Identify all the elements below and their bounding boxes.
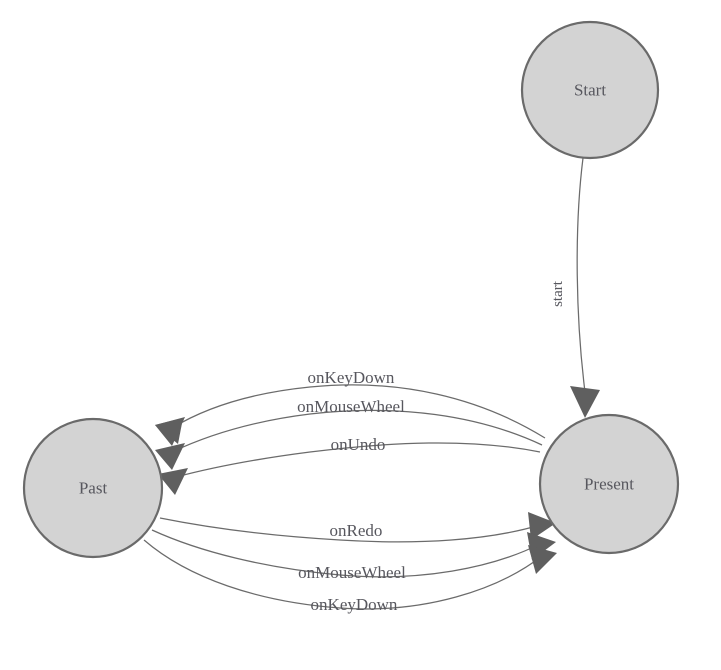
edge-present-to-past-onkeydown-path <box>171 384 546 439</box>
edge-present-to-past-onkeydown[interactable] <box>155 384 546 446</box>
edge-present-to-past-onmousewheel-arrowhead <box>155 443 185 470</box>
edge-present-to-past-onundo-arrowhead <box>158 468 188 495</box>
edge-label-onkeydown-top: onKeyDown <box>308 368 395 387</box>
edge-past-to-present-onredo[interactable] <box>159 512 556 543</box>
edge-label-onmousewheel-bottom: onMouseWheel <box>298 563 406 582</box>
edge-present-to-past-onmousewheel-path <box>171 409 543 453</box>
node-start-circle <box>520 20 660 160</box>
edge-past-to-present-onredo-arrowhead <box>528 512 556 540</box>
edge-label-onredo: onRedo <box>330 521 383 540</box>
node-present[interactable]: Present <box>538 413 680 555</box>
edge-label-onkeydown-bottom: onKeyDown <box>311 595 398 614</box>
edge-past-to-present-onkeydown[interactable] <box>143 539 557 610</box>
edge-start-to-present-arrowhead <box>570 386 600 418</box>
edge-present-to-past-onmousewheel[interactable] <box>155 409 543 470</box>
node-start[interactable]: Start <box>520 20 660 160</box>
edge-present-to-past-onkeydown-arrowhead-b <box>155 417 185 446</box>
node-start-label: Start <box>574 81 606 100</box>
edge-label-onundo: onUndo <box>331 435 386 454</box>
edge-label-start: start <box>550 280 566 307</box>
edge-label-onmousewheel-top: onMouseWheel <box>297 397 405 416</box>
edge-past-to-present-onkeydown-arrowhead <box>528 545 557 574</box>
edge-start-to-present[interactable] <box>570 157 600 418</box>
edge-start-to-present-path <box>576 157 586 393</box>
edge-present-to-past-onundo[interactable] <box>158 442 541 495</box>
node-past-circle <box>22 417 164 559</box>
edge-past-to-present-onredo-path <box>159 517 541 543</box>
edge-past-to-present-onmousewheel-path <box>151 529 541 578</box>
node-present-label: Present <box>584 475 634 494</box>
node-past-label: Past <box>79 479 108 498</box>
node-present-circle <box>538 413 680 555</box>
edge-past-to-present-onkeydown-path <box>143 539 543 610</box>
edge-present-to-past-onundo-path <box>175 442 541 478</box>
node-past[interactable]: Past <box>22 417 164 559</box>
